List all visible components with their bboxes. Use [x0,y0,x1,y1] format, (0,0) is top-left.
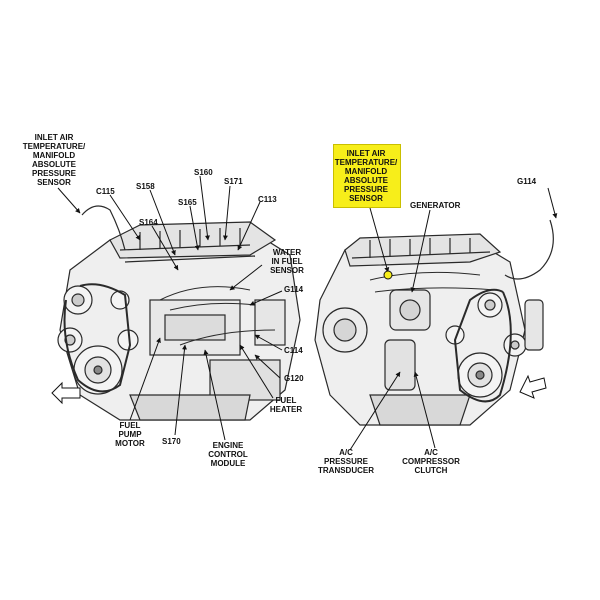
label-s158: S158 [136,182,155,191]
label-ac-pressure-transducer: A/C PRESSURE TRANSDUCER [318,448,374,475]
label-s165: S165 [178,198,197,207]
left-leader-lines [57,175,283,441]
left-engine-illustration [57,221,301,421]
label-iat-map-sensor-right: INLET AIR TEMPERATURE/ MANIFOLD ABSOLUTE… [334,149,398,203]
label-fuel-pump-motor: FUEL PUMP MOTOR [115,421,145,448]
label-water-in-fuel-sensor: WATER IN FUEL SENSOR [270,248,304,275]
label-s171: S171 [224,177,243,186]
label-g114-left: G114 [284,285,304,294]
iat-map-sensor-pigtail [81,205,126,251]
g114-ground-strap [504,219,554,280]
label-iat-map-sensor-left: INLET AIR TEMPERATURE/ MANIFOLD ABSOLUTE… [22,133,86,187]
iat-map-sensor-marker [383,270,393,280]
label-s164: S164 [139,218,158,227]
label-c113: C113 [258,195,277,204]
label-ac-compressor-clutch: A/C COMPRESSOR CLUTCH [402,448,460,475]
label-generator: GENERATOR [410,201,461,210]
right-engine-illustration [314,233,544,426]
label-c114: C114 [284,346,303,355]
label-engine-control-module: ENGINE CONTROL MODULE [208,441,248,468]
label-fuel-heater: FUEL HEATER [269,396,303,414]
highlight-box-iat-map-sensor [333,144,401,208]
front-direction-arrow-right [519,374,547,399]
label-c115: C115 [96,187,115,196]
label-g120: G120 [284,374,304,383]
label-s160: S160 [194,168,213,177]
right-leader-lines [349,187,558,451]
front-direction-arrow-left [51,381,81,405]
label-g114-right: G114 [517,177,537,186]
label-s170: S170 [162,437,181,446]
